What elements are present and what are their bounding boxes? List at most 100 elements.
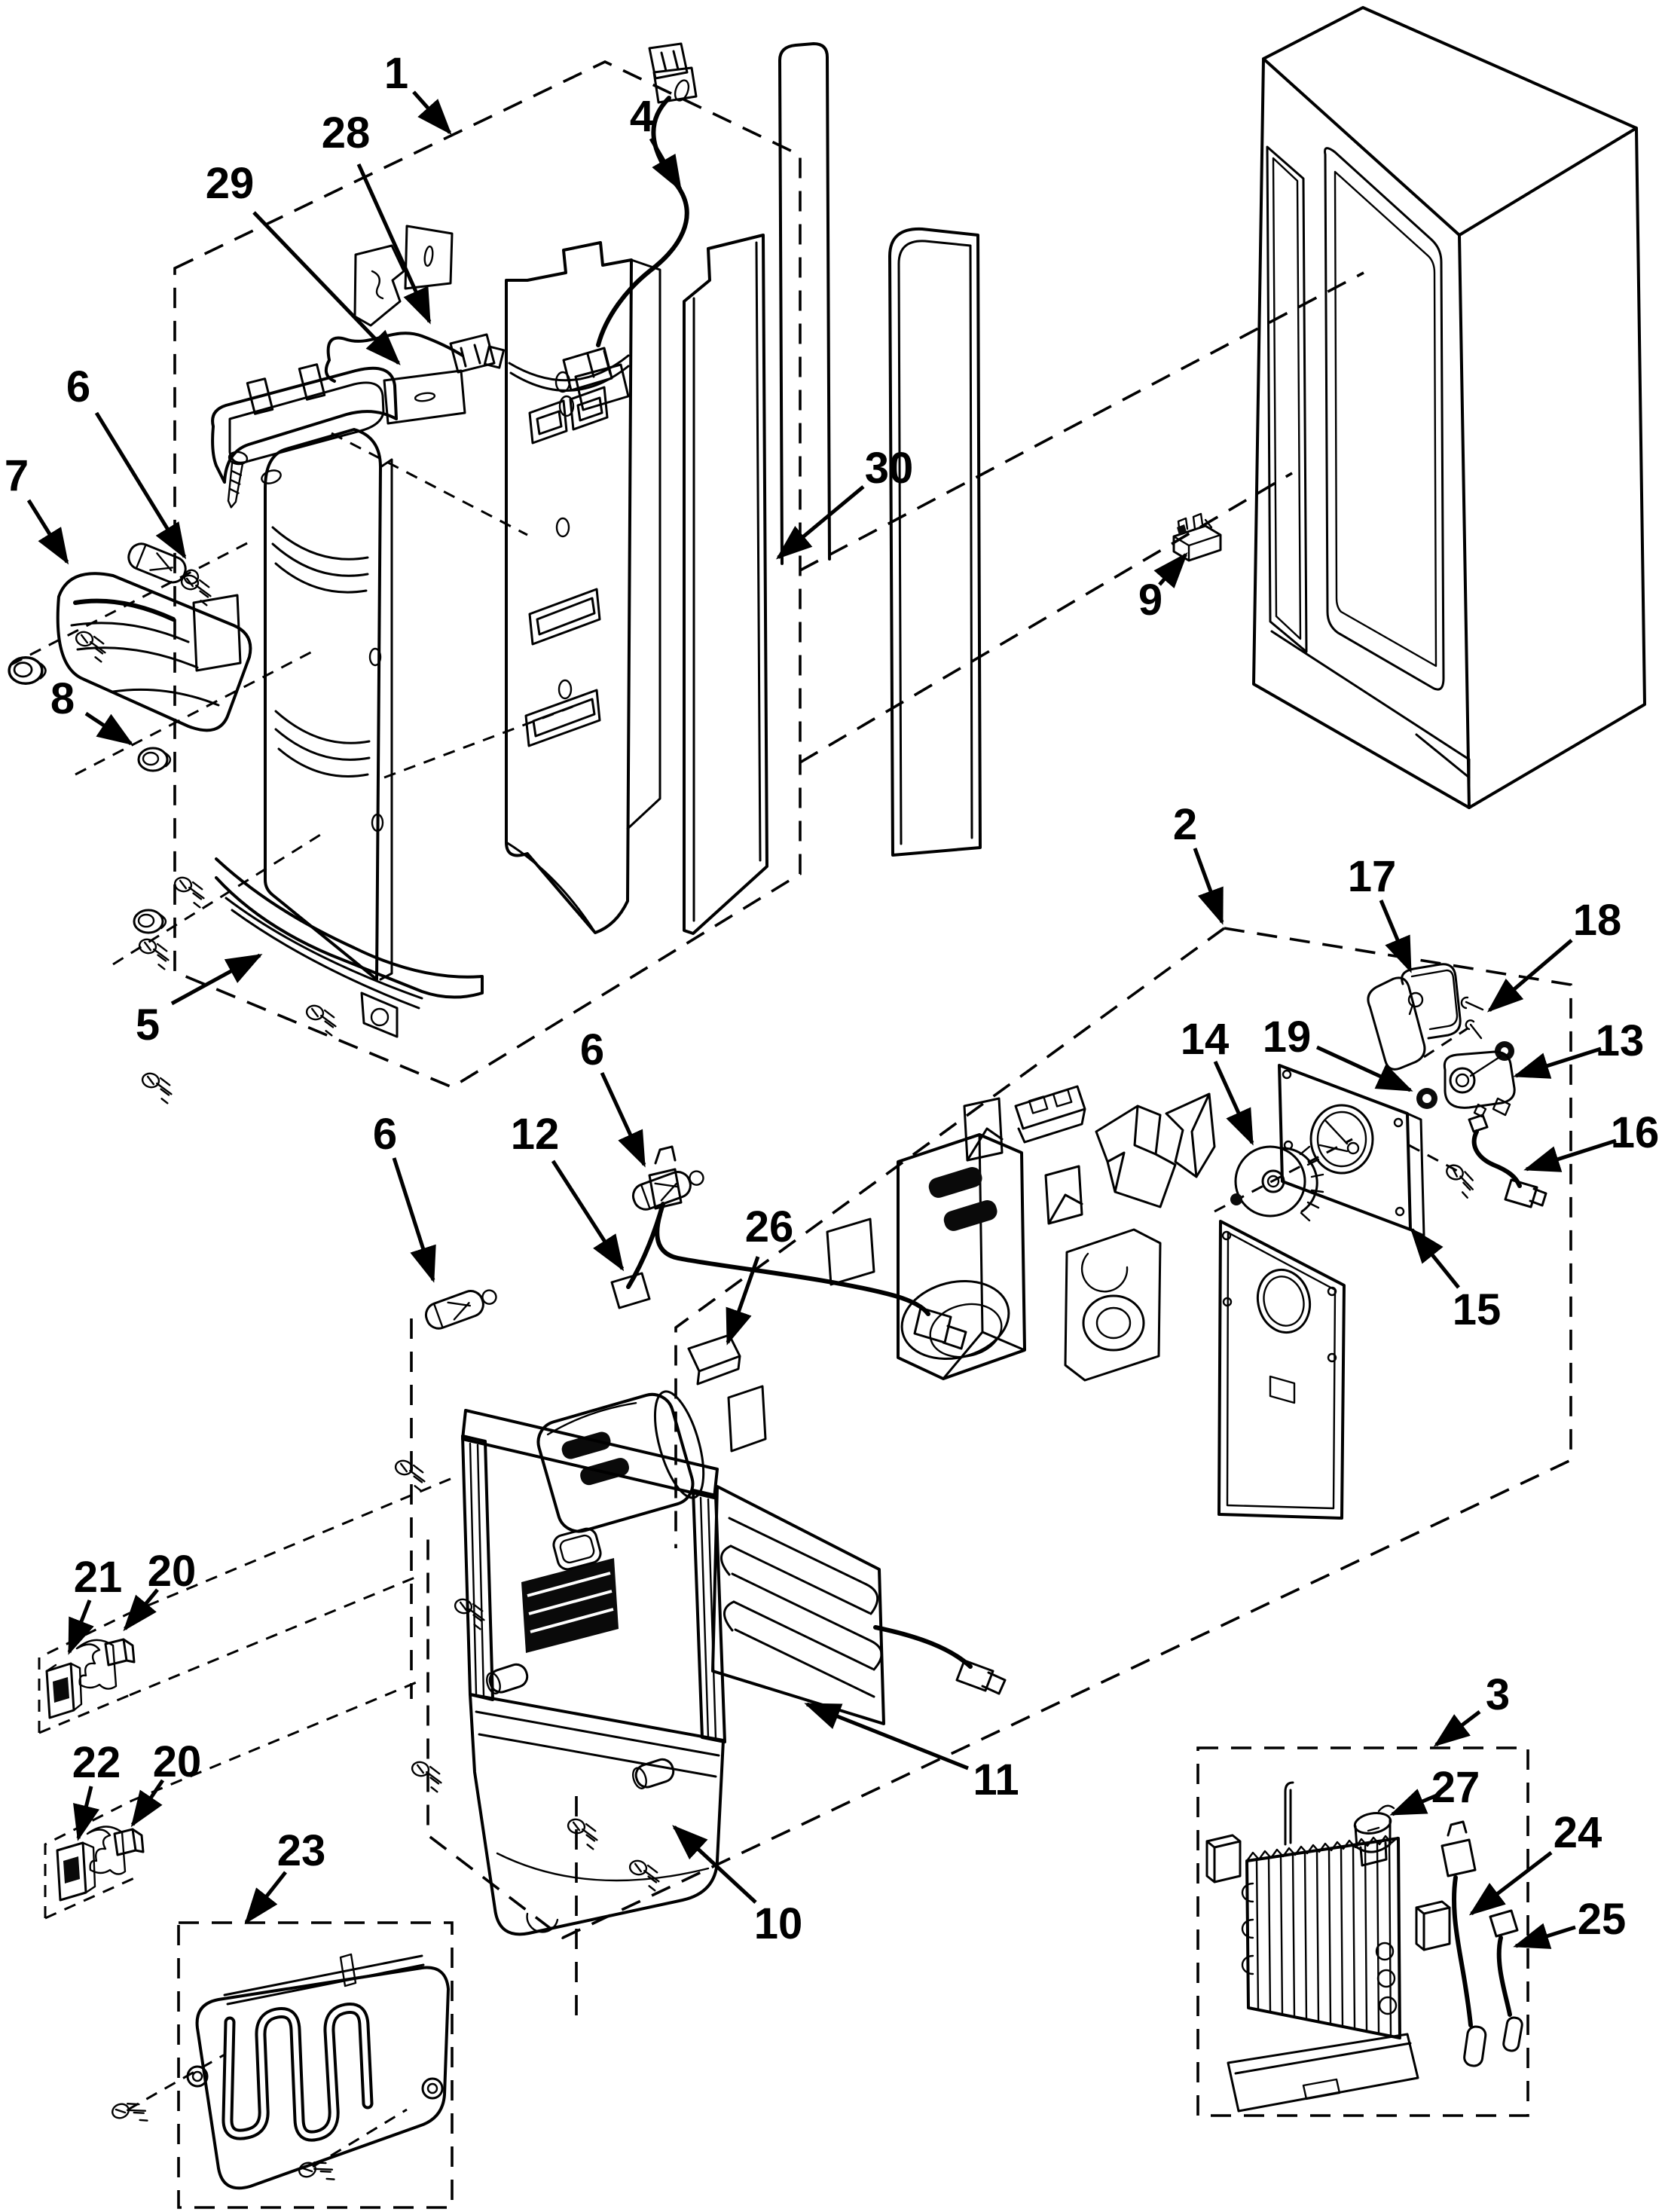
part-label-1: 1 <box>384 49 408 98</box>
leader-arrow-8 <box>84 711 134 746</box>
wedge-part26 <box>687 1334 741 1386</box>
part-label-23: 23 <box>277 1826 326 1875</box>
fuse-cable-part24 <box>1441 1820 1487 2067</box>
dispenser-rear-panel-part30 <box>683 234 768 935</box>
long-screw <box>227 451 249 509</box>
leader-arrow-19 <box>1315 1045 1413 1092</box>
drain-heater-part23 <box>127 1921 454 2209</box>
part-label-10: 10 <box>754 1899 803 1948</box>
switch-group-22-20 <box>44 1679 423 1920</box>
svg-text:24: 24 <box>1554 1808 1602 1857</box>
svg-text:13: 13 <box>1596 1016 1645 1065</box>
svg-text:15: 15 <box>1453 1285 1502 1334</box>
sticker-card <box>192 594 242 672</box>
svg-text:6: 6 <box>580 1025 604 1074</box>
svg-text:10: 10 <box>754 1899 803 1948</box>
callout-layer: 1 28 29 4 6 7 8 5 30 9 2 17 18 13 16 14 … <box>5 49 1659 1948</box>
part-label-13: 13 <box>1596 1016 1645 1065</box>
svg-text:6: 6 <box>66 362 90 411</box>
svg-text:4: 4 <box>630 92 654 141</box>
leader-arrow-2 <box>1193 848 1224 925</box>
svg-text:18: 18 <box>1573 896 1622 945</box>
leader-arrow-22 <box>73 1786 100 1841</box>
part-label-29: 29 <box>206 159 255 208</box>
part-label-28: 28 <box>322 108 371 157</box>
leader-arrow-6c <box>392 1157 436 1283</box>
part-label-24: 24 <box>1554 1808 1602 1857</box>
evaporator-coil <box>1227 1781 1419 2113</box>
leader-arrow-7 <box>26 499 69 565</box>
leader-arrow-27 <box>1389 1789 1437 1816</box>
screws-part18 <box>1460 996 1484 1040</box>
svg-text:11: 11 <box>973 1755 1019 1804</box>
part-label-26: 26 <box>745 1202 794 1251</box>
leader-arrow-30 <box>775 485 865 560</box>
leader-arrow-25 <box>1513 1923 1576 1949</box>
fan-plate-part15 <box>1278 1064 1425 1237</box>
leader-arrow-6a <box>94 411 187 560</box>
dispenser-door-front-assembly <box>211 363 484 1038</box>
part-label-5: 5 <box>136 1001 160 1049</box>
bracket-part17 <box>1367 963 1462 1071</box>
part-label-30: 30 <box>865 444 914 493</box>
leader-arrow-26 <box>726 1256 760 1346</box>
leader-arrow-1 <box>412 90 452 135</box>
svg-text:25: 25 <box>1578 1895 1627 1944</box>
foam-card <box>963 1097 1004 1162</box>
svg-text:8: 8 <box>50 674 75 723</box>
part-label-17: 17 <box>1348 852 1397 901</box>
foam-block <box>1205 1834 1242 1884</box>
svg-text:1: 1 <box>384 49 408 98</box>
leader-arrow-17 <box>1379 900 1413 973</box>
part-label-19: 19 <box>1263 1013 1312 1062</box>
card-a-slot <box>423 245 434 267</box>
foam-block <box>1415 1900 1451 1951</box>
part-label-20b: 20 <box>153 1737 202 1786</box>
leader-arrow-4 <box>649 137 683 192</box>
clip-part9 <box>1172 512 1222 562</box>
svg-text:3: 3 <box>1486 1670 1510 1719</box>
part-label-11: 11 <box>973 1755 1019 1804</box>
svg-text:29: 29 <box>206 159 255 208</box>
wire-harness-part28 <box>324 331 506 383</box>
leader-arrow-3 <box>1433 1710 1481 1747</box>
leader-arrow-11 <box>804 1702 969 1771</box>
dispenser-lever-part7 <box>56 572 252 732</box>
part-label-14: 14 <box>1181 1015 1230 1064</box>
door-liner-panels <box>778 42 982 857</box>
leader-arrow-14 <box>1213 1060 1254 1146</box>
part-label-4: 4 <box>630 92 654 141</box>
leader-arrow-5 <box>170 953 263 1006</box>
part-label-3: 3 <box>1486 1670 1510 1719</box>
part-label-6c: 6 <box>373 1110 397 1159</box>
part-label-6b: 6 <box>580 1025 604 1074</box>
svg-text:9: 9 <box>1138 576 1162 625</box>
bracket-clip <box>353 244 405 327</box>
part-label-12: 12 <box>511 1110 560 1159</box>
leader-arrow-6b <box>600 1071 646 1168</box>
svg-text:12: 12 <box>511 1110 560 1159</box>
leader-arrow-13 <box>1513 1046 1602 1079</box>
svg-text:14: 14 <box>1181 1015 1230 1064</box>
leader-arrow-20a <box>123 1588 159 1632</box>
svg-text:17: 17 <box>1348 852 1397 901</box>
part-label-15: 15 <box>1453 1285 1502 1334</box>
leader-arrow-12 <box>551 1159 625 1272</box>
switch-group-21-20 <box>38 1477 453 1734</box>
part-label-22: 22 <box>72 1738 121 1787</box>
leader-arrow-23 <box>244 1871 287 1925</box>
leader-arrow-29 <box>252 211 401 365</box>
leader-arrow-28 <box>356 163 432 325</box>
fan-motor-cluster <box>1230 963 1547 1237</box>
leader-arrows <box>26 90 1617 1949</box>
dispenser-module-stack <box>687 1085 1346 1520</box>
gear-part14 <box>1230 1145 1324 1222</box>
svg-text:20: 20 <box>153 1737 202 1786</box>
leader-arrow-24 <box>1468 1851 1553 1916</box>
wire-harness-part12 <box>610 1145 967 1350</box>
leader-arrow-15 <box>1410 1227 1460 1289</box>
assembly-box-1-outline <box>11 60 802 1089</box>
defrost-thermostat-part27 <box>1353 1804 1395 1867</box>
svg-text:20: 20 <box>148 1547 197 1596</box>
